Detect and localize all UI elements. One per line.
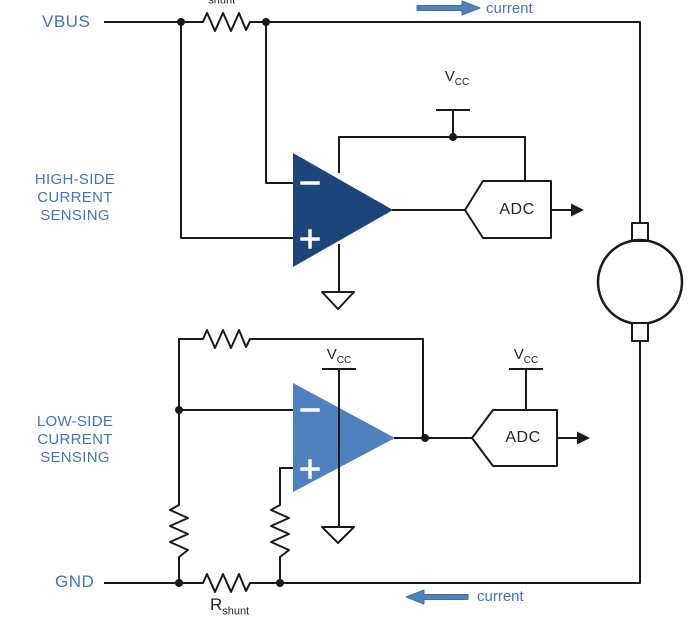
rshunt-bottom-label: Rshunt [210, 595, 249, 617]
junction-dot [177, 18, 185, 26]
gnd-label: GND [55, 572, 95, 591]
high-side-line2: CURRENT [37, 189, 113, 206]
motor-top-terminal [631, 222, 649, 242]
low-side-adc-vcc-label: VCC [504, 346, 548, 366]
low-side-adc-label: ADC [505, 429, 541, 446]
high-side-ground-symbol [321, 291, 355, 310]
rshunt-r: R [210, 595, 223, 614]
low-side-line2: CURRENT [37, 431, 113, 448]
vcc-v: V [326, 346, 337, 363]
low-side-line1: LOW-SIDE [36, 413, 114, 430]
low-side-line3: SENSING [40, 449, 110, 466]
vcc-v: V [513, 346, 524, 363]
high-side-opamp [293, 153, 393, 267]
high-side-opamp-input-signs [300, 181, 320, 249]
junction-dots [175, 18, 457, 587]
high-side-adc-label: ADC [499, 201, 535, 218]
high-side-adc-output-arrowhead [571, 203, 584, 217]
rshunt-sub: shunt [222, 605, 250, 618]
high-side-line1: HIGH-SIDE [34, 171, 116, 188]
junction-dot [276, 579, 284, 587]
rshunt-top-sub: shunt [208, 0, 236, 7]
junction-dot [175, 579, 183, 587]
low-side-feedback-resistor-wire [178, 329, 424, 440]
high-side-vcc-rail [338, 136, 526, 182]
low-side-left-sense-branch [169, 338, 189, 584]
vcc-sub: CC [336, 355, 352, 366]
low-side-opamp-vcc-label: VCC [317, 346, 361, 366]
high-side-plus-tap-wire [180, 21, 294, 239]
junction-dot [421, 434, 429, 442]
gnd-rail-with-shunt-resistor [104, 340, 641, 593]
rshunt-top-r: R [196, 0, 208, 3]
high-side-vcc-label: VCC [435, 68, 479, 88]
low-side-adc-output-arrowhead [577, 431, 590, 445]
low-side-right-sense-branch [270, 467, 290, 584]
current-top-label: current [486, 0, 533, 17]
junction-dot [175, 406, 183, 414]
vcc-sub: CC [454, 77, 470, 88]
high-side-section-label: HIGH-SIDE CURRENT SENSING [15, 171, 135, 225]
vbus-label: VBUS [42, 12, 91, 31]
motor-body [596, 238, 684, 326]
junction-dot [449, 133, 457, 141]
current-bottom-label: current [477, 588, 524, 605]
low-side-section-label: LOW-SIDE CURRENT SENSING [15, 413, 135, 467]
junction-dot [262, 18, 270, 26]
vbus-rail-with-shunt-resistor [104, 12, 641, 224]
high-side-minus-tap-wire [265, 21, 294, 184]
high-side-line3: SENSING [40, 207, 110, 224]
current-arrow-right-icon [416, 0, 481, 16]
current-arrow-left-icon [405, 589, 469, 605]
vcc-sub: CC [523, 355, 539, 366]
low-side-opamp-input-signs [300, 408, 320, 479]
low-side-ground-symbol [321, 526, 355, 544]
vcc-v: V [444, 68, 455, 85]
motor-bottom-terminal [631, 322, 649, 342]
rshunt-top-label: Rshunt [196, 0, 235, 6]
